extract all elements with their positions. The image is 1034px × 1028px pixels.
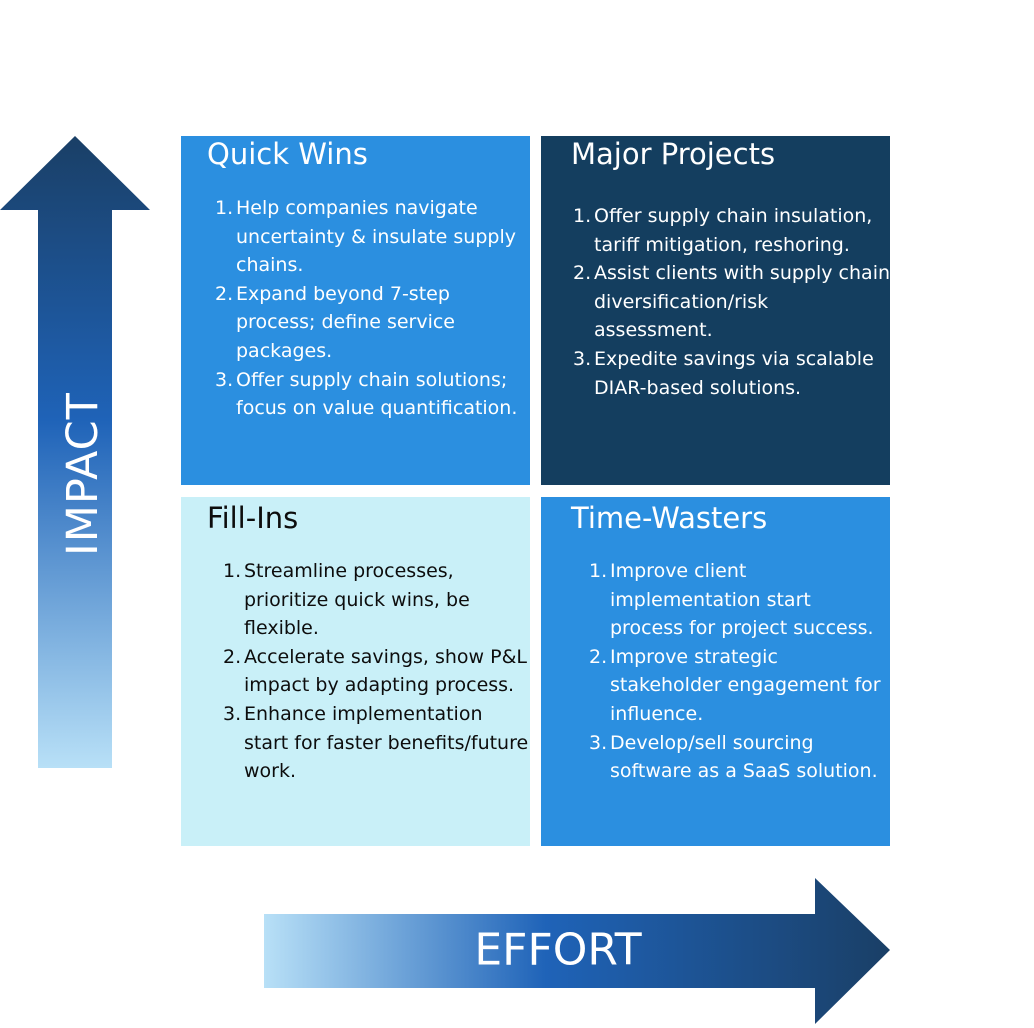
list-item: 2.Accelerate savings, show P&L impact by… (223, 643, 529, 700)
quadrant-title: Major Projects (571, 137, 776, 171)
item-text: Streamline processes, prioritize quick w… (244, 560, 470, 640)
list-item: 3.Develop/sell sourcing software as a Sa… (589, 729, 889, 786)
quadrant-list: 1.Improve client implementation start pr… (589, 557, 889, 786)
quadrant-list: 1.Help companies navigate uncertainty & … (215, 194, 535, 423)
item-number: 1. (589, 560, 608, 582)
item-text: Accelerate savings, show P&L impact by a… (244, 645, 527, 697)
item-text: Improve client implementation start proc… (610, 560, 874, 640)
item-text: Enhance implementation start for faster … (244, 702, 529, 783)
item-number: 3. (573, 347, 592, 370)
list-item: 1.Improve client implementation start pr… (589, 557, 889, 643)
item-text: Expedite savings via scalable DIAR-based… (594, 347, 874, 399)
quadrant-list: 1.Offer supply chain insulation, tariff … (573, 202, 891, 402)
item-number: 1. (223, 560, 242, 582)
quadrant-fill-ins: Fill-Ins 1.Streamline processes, priorit… (181, 497, 530, 846)
item-number: 3. (215, 368, 234, 391)
item-number: 2. (223, 645, 242, 668)
list-item: 3.Offer supply chain solutions; focus on… (215, 366, 535, 423)
item-text: Develop/sell sourcing software as a SaaS… (610, 731, 878, 783)
list-item: 1.Streamline processes, prioritize quick… (223, 557, 529, 643)
item-number: 3. (589, 731, 608, 754)
item-number: 2. (573, 262, 592, 285)
impact-axis-label: IMPACT (58, 392, 108, 556)
quadrant-quick-wins: Quick Wins 1.Help companies navigate unc… (181, 136, 530, 485)
quadrant-major-projects: Major Projects 1.Offer supply chain insu… (541, 136, 890, 485)
quadrant-title: Quick Wins (207, 137, 368, 171)
item-number: 2. (215, 282, 234, 305)
quadrant-time-wasters: Time-Wasters 1.Improve client implementa… (541, 497, 890, 846)
item-number: 2. (589, 645, 608, 668)
list-item: 3.Expedite savings via scalable DIAR-bas… (573, 345, 891, 402)
effort-arrow (264, 878, 890, 1024)
item-text: Expand beyond 7-step process; define ser… (236, 282, 456, 362)
item-number: 1. (573, 205, 592, 227)
item-text: Offer supply chain insulation, tariff mi… (594, 205, 873, 256)
item-text: Offer supply chain solutions; focus on v… (236, 368, 518, 420)
list-item: 2.Improve strategic stakeholder engageme… (589, 643, 889, 729)
list-item: 1.Help companies navigate uncertainty & … (215, 194, 535, 280)
list-item: 1.Offer supply chain insulation, tariff … (573, 202, 891, 259)
list-item: 2.Assist clients with supply chain diver… (573, 259, 891, 345)
item-number: 3. (223, 702, 242, 725)
list-item: 3.Enhance implementation start for faste… (223, 700, 529, 786)
list-item: 2.Expand beyond 7-step process; define s… (215, 280, 535, 366)
quadrant-title: Time-Wasters (571, 501, 768, 535)
item-text: Assist clients with supply chain diversi… (594, 262, 891, 342)
impact-arrow (0, 136, 150, 768)
quadrant-title: Fill-Ins (207, 501, 299, 535)
item-text: Help companies navigate uncertainty & in… (236, 197, 516, 277)
item-number: 1. (215, 197, 234, 219)
effort-axis-label: EFFORT (474, 924, 642, 976)
quadrant-list: 1.Streamline processes, prioritize quick… (223, 557, 529, 786)
item-text: Improve strategic stakeholder engagement… (610, 645, 881, 725)
